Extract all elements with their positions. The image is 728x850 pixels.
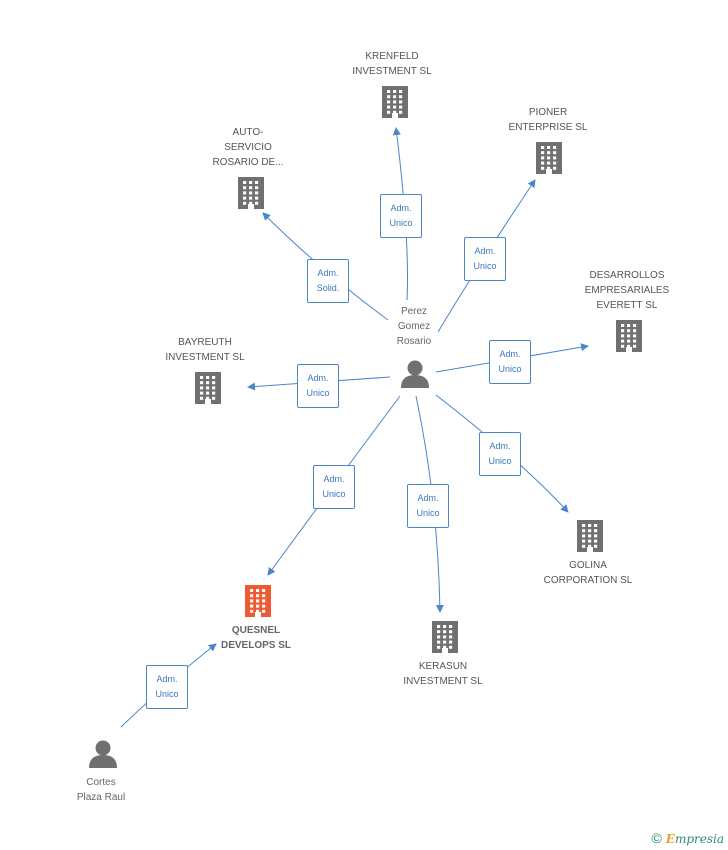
copyright-icon: © <box>651 830 662 846</box>
icons <box>89 86 642 768</box>
relation-line2: Unico <box>322 489 346 499</box>
brand-name: mpresia <box>674 832 724 846</box>
node-label-desarrollos[interactable]: DESARROLLOS EMPRESARIALES EVERETT SL <box>584 270 670 311</box>
relation-line2: Solid. <box>316 283 340 293</box>
building-icon-bayreuth[interactable] <box>195 372 221 404</box>
relation-desarrollos[interactable]: Adm. Unico <box>489 340 531 384</box>
relation-pioner[interactable]: Adm. Unico <box>464 237 506 281</box>
building-icon-desarrollos[interactable] <box>616 320 642 352</box>
brand-initial: E <box>665 832 675 846</box>
relation-line2: Unico <box>416 508 440 518</box>
brand-logo: Empresia <box>666 832 724 846</box>
person-icon-perez[interactable] <box>401 360 429 389</box>
building-icon-krenfeld[interactable] <box>382 86 408 118</box>
node-label-auto[interactable]: AUTO- SERVICIO ROSARIO DE... <box>212 127 284 168</box>
node-label-pioner[interactable]: PIONER ENTERPRISE SL <box>508 107 588 133</box>
relation-line2: Unico <box>473 261 497 271</box>
relation-golina[interactable]: Adm. Unico <box>479 432 521 476</box>
building-icon-golina[interactable] <box>577 520 603 552</box>
relation-bayreuth[interactable]: Adm. Unico <box>297 364 339 408</box>
node-label-quesnel[interactable]: QUESNEL DEVELOPS SL <box>220 625 291 651</box>
node-label-cortes[interactable]: Cortes Plaza Raul <box>76 777 126 803</box>
relation-line1: Adm. <box>307 373 329 383</box>
person-icon-cortes[interactable] <box>89 740 117 769</box>
footer-brand[interactable]: ©Empresia <box>651 830 724 846</box>
relation-line1: Adm. <box>390 203 412 213</box>
relation-kerasun[interactable]: Adm. Unico <box>407 484 449 528</box>
relation-line1: Adm. <box>489 441 511 451</box>
relation-line2: Unico <box>498 364 522 374</box>
building-icon-kerasun[interactable] <box>432 621 458 653</box>
relation-line1: Adm. <box>499 349 521 359</box>
node-label-bayreuth[interactable]: BAYREUTH INVESTMENT SL <box>165 337 245 363</box>
node-label-perez[interactable]: Perez Gomez Rosario <box>396 306 432 347</box>
building-icon-auto[interactable] <box>238 177 264 209</box>
relation-line1: Adm. <box>417 493 439 503</box>
relation-line1: Adm. <box>156 674 178 684</box>
node-label-golina[interactable]: GOLINA CORPORATION SL <box>543 560 633 586</box>
relation-line2: Unico <box>488 456 512 466</box>
relation-quesnel[interactable]: Adm. Unico <box>313 465 355 509</box>
relation-auto[interactable]: Adm. Solid. <box>307 259 349 303</box>
node-label-krenfeld[interactable]: KRENFELD INVESTMENT SL <box>352 51 432 77</box>
relation-line1: Adm. <box>317 268 339 278</box>
relation-line1: Adm. <box>474 246 496 256</box>
building-icon-quesnel[interactable] <box>245 585 271 617</box>
relation-line2: Unico <box>389 218 413 228</box>
relation-cortes[interactable]: Adm. Unico <box>146 665 188 709</box>
relation-line2: Unico <box>306 388 330 398</box>
node-label-kerasun[interactable]: KERASUN INVESTMENT SL <box>403 661 483 687</box>
relation-line2: Unico <box>155 689 179 699</box>
relation-line1: Adm. <box>323 474 345 484</box>
building-icon-pioner[interactable] <box>536 142 562 174</box>
relation-krenfeld[interactable]: Adm. Unico <box>380 194 422 238</box>
